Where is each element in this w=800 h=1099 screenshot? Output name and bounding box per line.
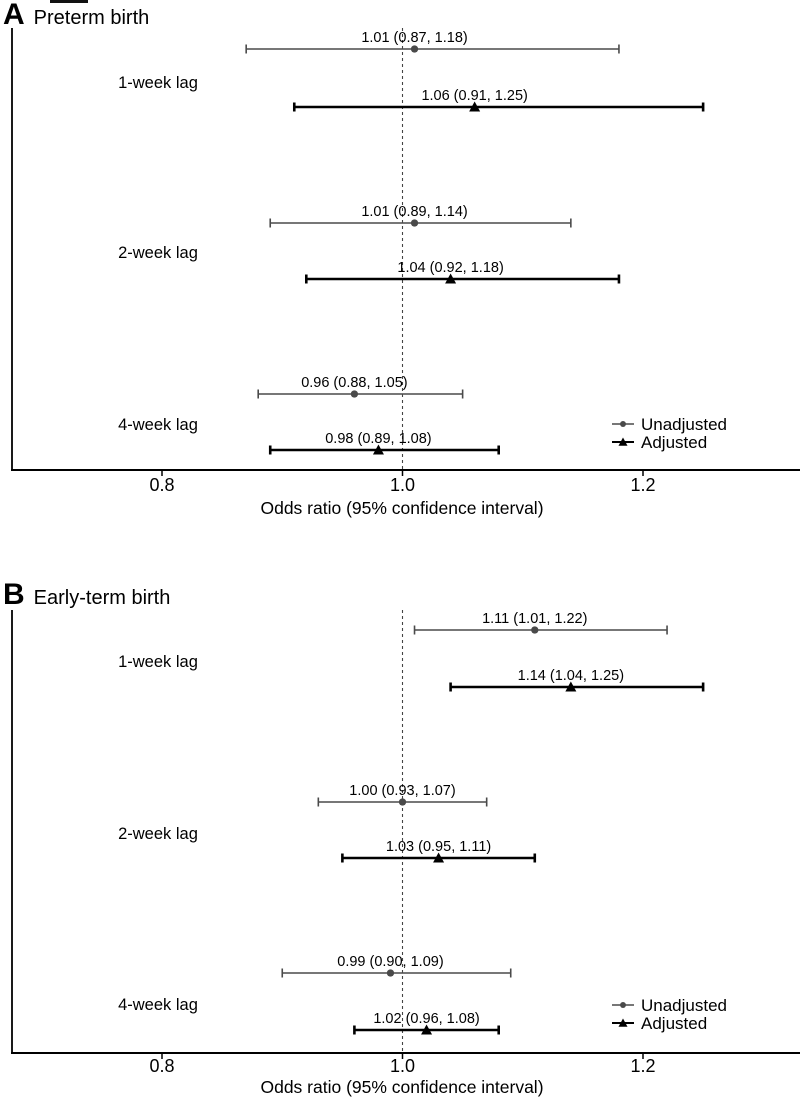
- triangle-marker: [469, 101, 481, 112]
- panel-b-title: B Early-term birth: [3, 580, 170, 610]
- estimate-label: 1.01 (0.87, 1.18): [361, 30, 467, 46]
- circle-marker: [410, 45, 419, 53]
- estimate-label: 1.01 (0.89, 1.14): [361, 204, 467, 220]
- estimate-label: 0.96 (0.88, 1.05): [301, 375, 407, 391]
- estimate-label: 0.99 (0.90, 1.09): [337, 954, 443, 970]
- x-axis-title: Odds ratio (95% confidence interval): [260, 498, 543, 518]
- x-tick-label: 1.0: [390, 475, 415, 495]
- group-label: 1-week lag: [118, 74, 198, 92]
- x-tick-label: 1.2: [630, 1056, 655, 1076]
- legend-label: Adjusted: [641, 433, 707, 452]
- top-edge-artifact: [50, 0, 88, 3]
- group-label: 2-week lag: [118, 825, 198, 843]
- group-label: 2-week lag: [118, 244, 198, 262]
- circle-marker: [350, 390, 359, 398]
- x-tick-label: 1.0: [390, 1056, 415, 1076]
- forest-plot-panel-a: 0.8 1.0 1.2 Odds ratio (95% confidence i…: [11, 0, 800, 518]
- panel-b-title-text: Early-term birth: [33, 587, 171, 609]
- legend-label: Adjusted: [641, 1014, 707, 1033]
- circle-marker: [410, 219, 419, 227]
- group-label: 4-week lag: [118, 416, 198, 434]
- estimate-label: 1.11 (1.01, 1.22): [482, 611, 587, 627]
- x-tick-label: 0.8: [149, 475, 174, 495]
- estimate-label: 1.04 (0.92, 1.18): [397, 260, 503, 276]
- estimate-label: 1.03 (0.95, 1.11): [386, 839, 491, 855]
- x-tick-label: 0.8: [149, 1056, 174, 1076]
- triangle-marker: [445, 273, 457, 284]
- legend-triangle-marker: [618, 1018, 628, 1027]
- legend-circle-marker: [620, 421, 626, 427]
- group-label: 4-week lag: [118, 996, 198, 1014]
- triangle-marker: [421, 1024, 433, 1035]
- group-label: 1-week lag: [118, 653, 198, 671]
- estimate-label: 0.98 (0.89, 1.08): [325, 431, 431, 447]
- triangle-marker: [433, 852, 445, 863]
- estimate-label: 1.00 (0.93, 1.07): [349, 783, 455, 799]
- forest-plot-panel-b: 0.8 1.0 1.2 Odds ratio (95% confidence i…: [11, 610, 800, 1097]
- legend-triangle-marker: [618, 437, 628, 446]
- estimate-label: 1.06 (0.91, 1.25): [421, 88, 527, 104]
- circle-marker: [386, 969, 395, 977]
- triangle-marker: [565, 681, 577, 692]
- x-axis-title: Odds ratio (95% confidence interval): [260, 1077, 543, 1097]
- circle-marker: [398, 798, 407, 806]
- triangle-marker: [372, 444, 384, 455]
- legend-label: Unadjusted: [641, 996, 727, 1015]
- estimate-label: 1.14 (1.04, 1.25): [518, 668, 624, 684]
- circle-marker: [531, 626, 539, 634]
- panel-a-title-text: Preterm birth: [33, 7, 150, 29]
- estimate-label: 1.02 (0.96, 1.08): [373, 1011, 479, 1027]
- panel-a-letter: A: [3, 0, 25, 31]
- panel-b-letter: B: [3, 578, 25, 611]
- panel-a-title: A Preterm birth: [3, 0, 149, 30]
- legend-label: Unadjusted: [641, 415, 727, 434]
- legend-circle-marker: [620, 1002, 626, 1008]
- x-tick-label: 1.2: [630, 475, 655, 495]
